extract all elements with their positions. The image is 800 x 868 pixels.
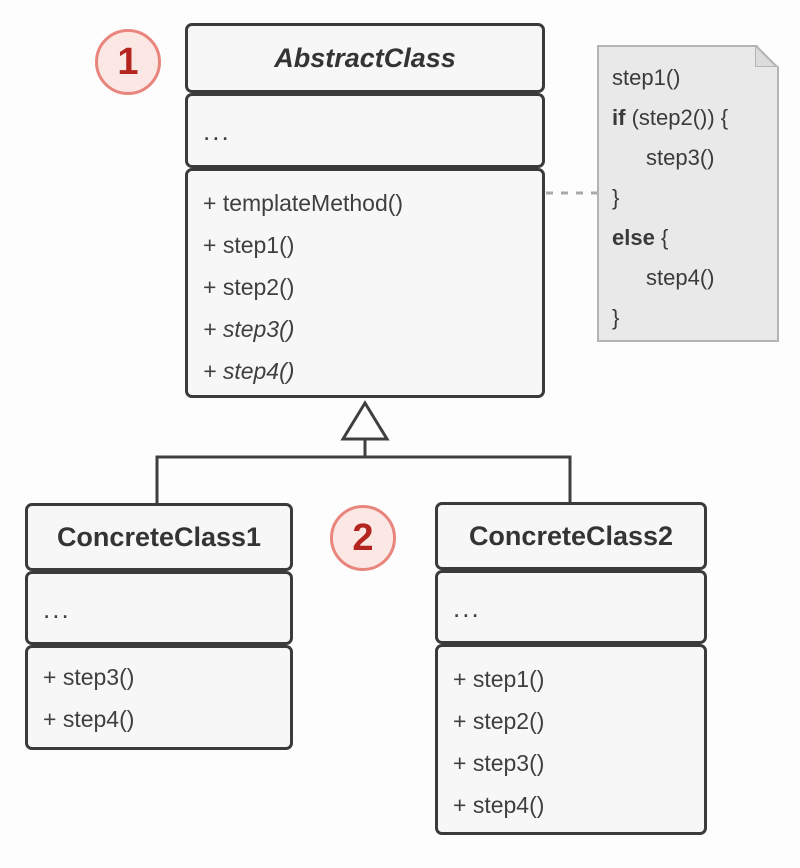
note-code-line: else { (612, 225, 669, 250)
class-concreteclass1-methods: + step3() + step4() (25, 645, 293, 750)
method-item: + templateMethod() (203, 190, 404, 216)
method-item: + step4() (453, 792, 545, 818)
step-badge-2: 2 (330, 505, 396, 571)
note-code-line: step4() (646, 265, 715, 290)
method-item: + step3() (453, 750, 545, 776)
method-item: + step3() (43, 664, 135, 690)
class-abstractclass: AbstractClass ... + templateMethod() + st… (185, 23, 545, 398)
note-code-line: } (612, 305, 620, 330)
note-code-line: step3() (646, 145, 715, 170)
class-concreteclass2: ConcreteClass2 ... + step1()+ step2()+ s… (435, 502, 707, 835)
class-concreteclass1: ConcreteClass1 ... + step3() + step4() (25, 503, 293, 750)
method-item: + step3() (203, 316, 295, 342)
step-badge-1-label: 1 (117, 40, 139, 83)
class-abstractclass-methods: + templateMethod() + step1() + step2() + st… (185, 168, 545, 398)
class-concreteclass2-methods: + step1() + step2() + step3() + step4() (435, 644, 707, 835)
method-item: + step2() (453, 708, 545, 734)
class-concreteclass1-title: ConcreteClass1 (25, 503, 293, 571)
step-badge-2-label: 2 (352, 516, 374, 559)
class-concreteclass2-attributes: ... (435, 570, 707, 644)
method-item: + step4() (203, 358, 295, 384)
note-code-line: } (612, 185, 620, 210)
note-fold-corner-icon (755, 45, 777, 67)
class-abstractclass-attributes: ... (185, 93, 545, 168)
method-item: + step1() (203, 232, 295, 258)
class-concreteclass2-title: ConcreteClass2 (435, 502, 707, 570)
note-code-line: if (step2()) { (612, 105, 729, 130)
note-code-line: step1() (612, 65, 681, 90)
inheritance-arrow-icon (340, 400, 390, 441)
method-item: + step4() (43, 706, 135, 732)
step-badge-1: 1 (95, 29, 161, 95)
inheritance-connector-line (155, 455, 572, 504)
class-concreteclass1-attributes: ... (25, 571, 293, 645)
method-item: + step2() (203, 274, 295, 300)
class-abstractclass-title: AbstractClass (185, 23, 545, 93)
pseudocode-note-body: step1() if (step2()) { step3()} else { step4… (612, 58, 777, 338)
method-item: + step1() (453, 666, 545, 692)
pseudocode-note: step1() if (step2()) { step3()} else { step4… (597, 45, 779, 342)
